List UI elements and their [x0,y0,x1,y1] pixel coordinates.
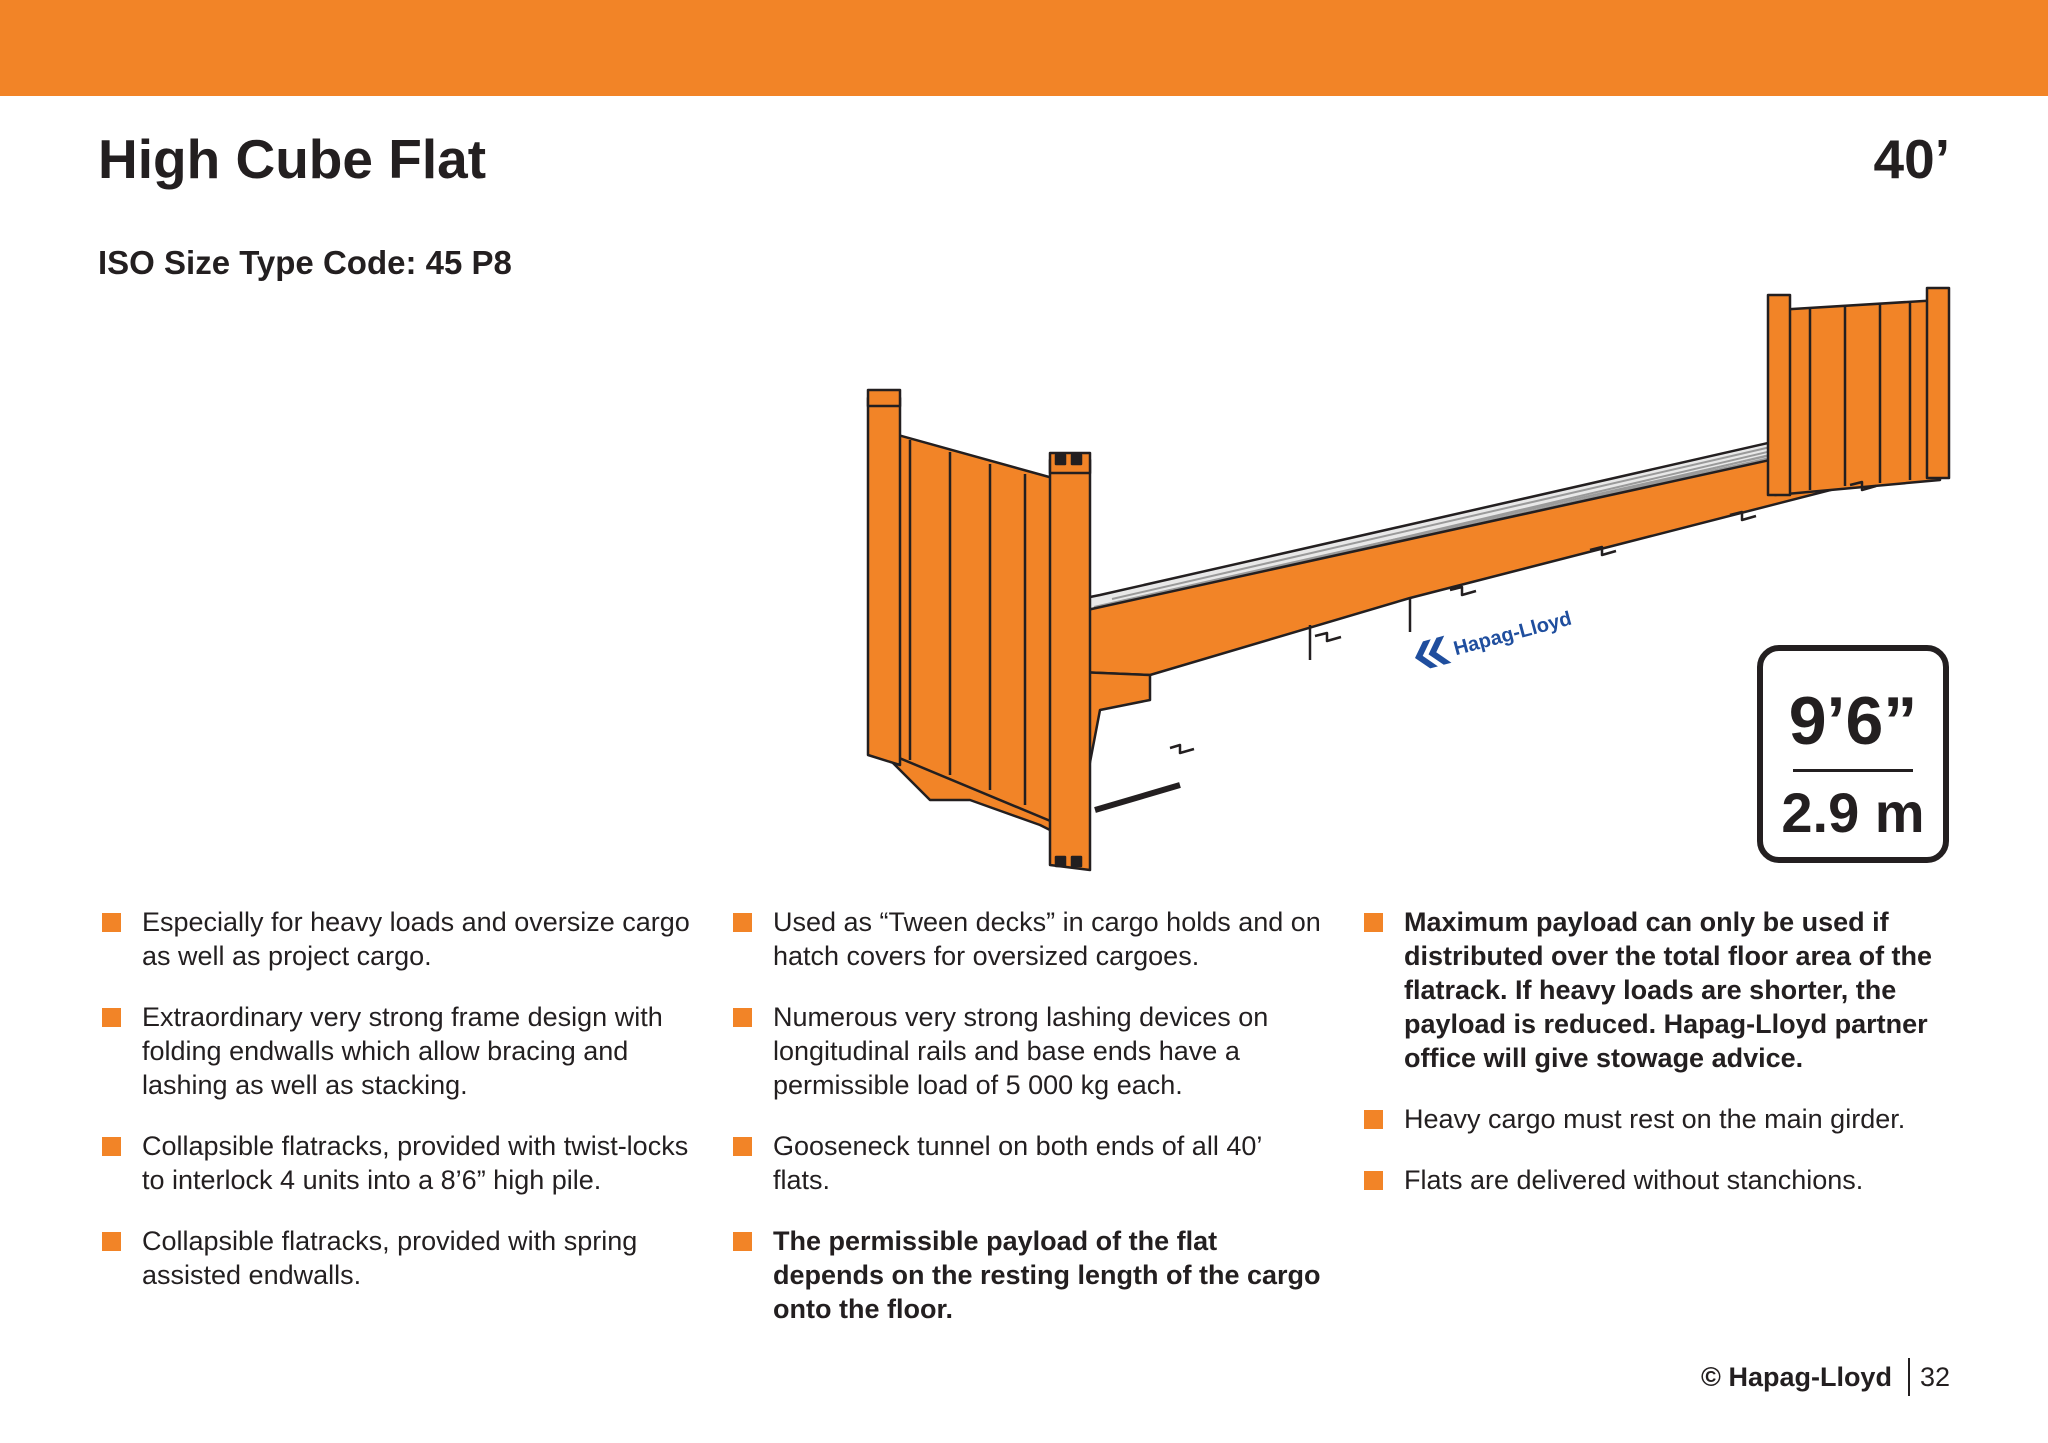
container-logo-text: Hapag-Lloyd [1451,608,1574,661]
bullet-item: Flats are delivered without stanchions. [1364,1163,1954,1197]
bullet-item: Heavy cargo must rest on the main girder… [1364,1102,1954,1136]
bullet-marker [1364,1171,1383,1190]
bullet-text: Collapsible flatracks, provided with spr… [142,1226,638,1290]
bullet-text: The permissible payload of the flat depe… [773,1226,1321,1324]
bullet-marker [102,1008,121,1027]
container-size-label: 40’ [1873,128,1950,190]
bullet-marker [733,913,752,932]
lashing-points [1169,480,1877,755]
footer-divider [1907,1358,1910,1396]
height-badge: 9’6” 2.9 m [1757,645,1949,863]
bullet-text: Especially for heavy loads and oversize … [142,907,690,971]
copyright-text: © Hapag-Lloyd [1701,1361,1892,1392]
rear-corner-post-right [1925,286,1951,480]
height-divider [1793,769,1913,772]
bullet-marker [733,1008,752,1027]
corner-post-right [1048,458,1092,872]
bullet-marker [102,1232,121,1251]
iso-size-type-code: ISO Size Type Code: 45 P8 [98,244,512,281]
rear-corner-post-left [1766,293,1792,497]
flatrack-container-illustration: Hapag-Lloyd [866,286,1951,872]
bullet-text: Extraordinary very strong frame design w… [142,1002,663,1100]
bullet-text: Numerous very strong lashing devices on … [773,1002,1269,1100]
bullet-text: Flats are delivered without stanchions. [1404,1165,1864,1195]
bullet-column-3: Maximum payload can only be used if dist… [1364,905,1954,1224]
bullet-column-1: Especially for heavy loads and oversize … [102,905,692,1319]
bullet-text: Maximum payload can only be used if dist… [1404,907,1933,1073]
page-footer: © Hapag-Lloyd 32 [1701,1357,1950,1397]
bullet-item: Gooseneck tunnel on both ends of all 40’… [733,1129,1323,1197]
bullet-text: Heavy cargo must rest on the main girder… [1404,1104,1906,1134]
top-accent-bar [0,0,2048,96]
bullet-column-2: Used as “Tween decks” in cargo holds and… [733,905,1323,1353]
bullet-marker [1364,913,1383,932]
endwall-ribs [908,440,1027,805]
bullet-marker [102,1137,121,1156]
page-title: High Cube Flat [98,128,487,190]
container-logo: Hapag-Lloyd [1415,608,1574,669]
corner-post-left [866,396,902,767]
height-feet: 9’6” [1788,683,1918,759]
rear-endwall [1773,298,1942,497]
spring-bar [1094,782,1181,813]
bullet-text: Used as “Tween decks” in cargo holds and… [773,907,1321,971]
bullet-item: Collapsible flatracks, provided with twi… [102,1129,692,1197]
bullet-marker [733,1232,752,1251]
bullet-item: Especially for heavy loads and oversize … [102,905,692,973]
bullet-marker [102,913,121,932]
bullet-marker [1364,1110,1383,1129]
bullet-item: The permissible payload of the flat depe… [733,1224,1323,1326]
page-number: 32 [1919,1361,1950,1392]
height-meters: 2.9 m [1781,781,1925,844]
bullet-item: Numerous very strong lashing devices on … [733,1000,1323,1102]
bullet-item: Extraordinary very strong frame design w… [102,1000,692,1102]
bullet-text: Gooseneck tunnel on both ends of all 40’… [773,1131,1262,1195]
bullet-item: Used as “Tween decks” in cargo holds and… [733,905,1323,973]
bullet-text: Collapsible flatracks, provided with twi… [142,1131,689,1195]
bullet-item: Maximum payload can only be used if dist… [1364,905,1954,1075]
bullet-marker [733,1137,752,1156]
bullet-item: Collapsible flatracks, provided with spr… [102,1224,692,1292]
